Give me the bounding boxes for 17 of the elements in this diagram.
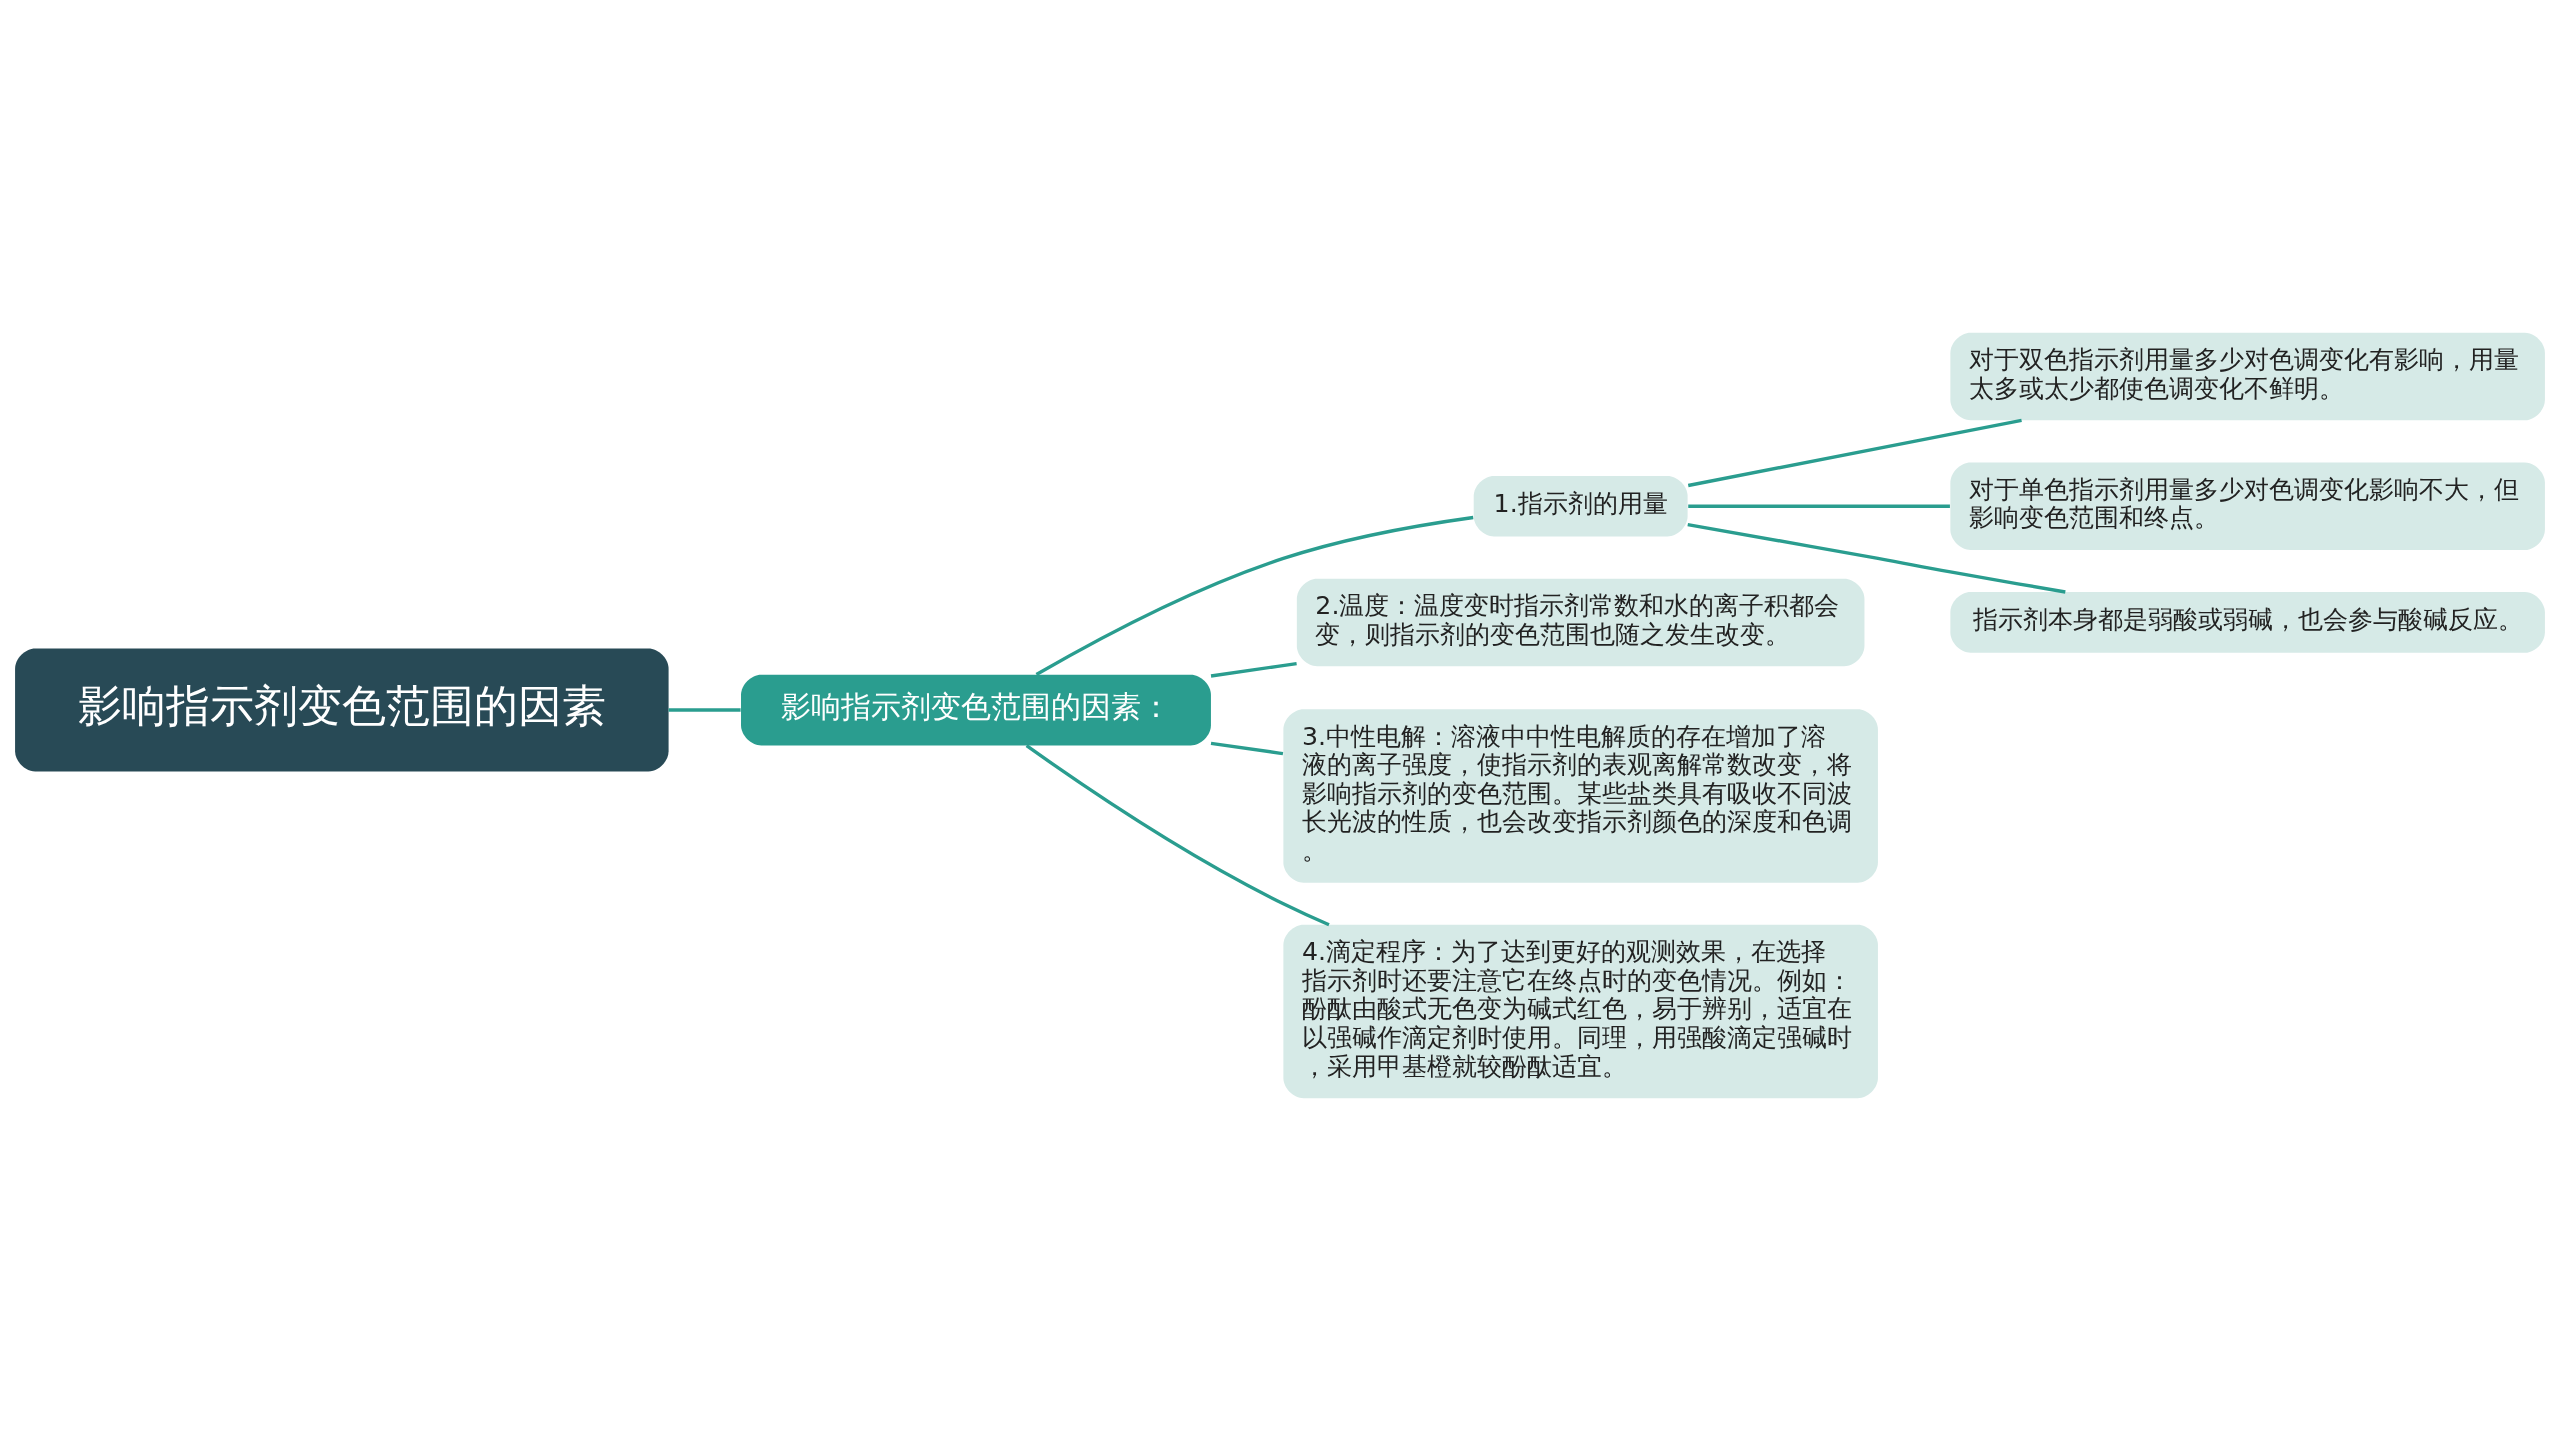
node-box: 2.温度：温度变时指示剂常数和水的离子积都会变，则指示剂的变色范围也随之发生改变。: [1296, 578, 1865, 667]
node-box: 1.指示剂的用量: [1473, 475, 1688, 537]
connector: [1025, 744, 1330, 927]
connector: [1687, 418, 2022, 488]
node-box: 影响指示剂变色范围的因素: [15, 648, 669, 772]
node-box: 指示剂本身都是弱酸或弱碱，也会参与酸碱反应。: [1950, 592, 2545, 653]
connector: [1210, 741, 1284, 756]
node-box: 影响指示剂变色范围的因素：: [741, 674, 1211, 746]
connector: [1687, 522, 2066, 594]
connector: [668, 708, 741, 712]
connector: [1688, 504, 1950, 508]
connector: [1210, 661, 1297, 678]
node-box: 4.滴定程序：为了达到更好的观测效果，在选择指示剂时还要注意它在终点时的变色情况。例如：酚酞由酸式无色变为碱式红色，易于辨别，适宜在以强碱作滴定剂时使用。同理，用强酸滴定强碱时，采用甲基橙就较酚酞适宜。: [1283, 924, 1878, 1099]
node-box: 3.中性电解：溶液中中性电解质的存在增加了溶液的离子强度，使指示剂的表观离解常数改变，将影响指示剂的变色范围。某些盐类具有吸收不同波长光波的性质，也会改变指示剂颜色的深度和色调。: [1283, 709, 1878, 883]
connector: [1035, 515, 1474, 676]
node-box: 对于双色指示剂用量多少对色调变化有影响，用量太多或太少都使色调变化不鲜明。: [1950, 332, 2545, 421]
node-box: 对于单色指示剂用量多少对色调变化影响不大，但影响变色范围和终点。: [1950, 462, 2545, 550]
